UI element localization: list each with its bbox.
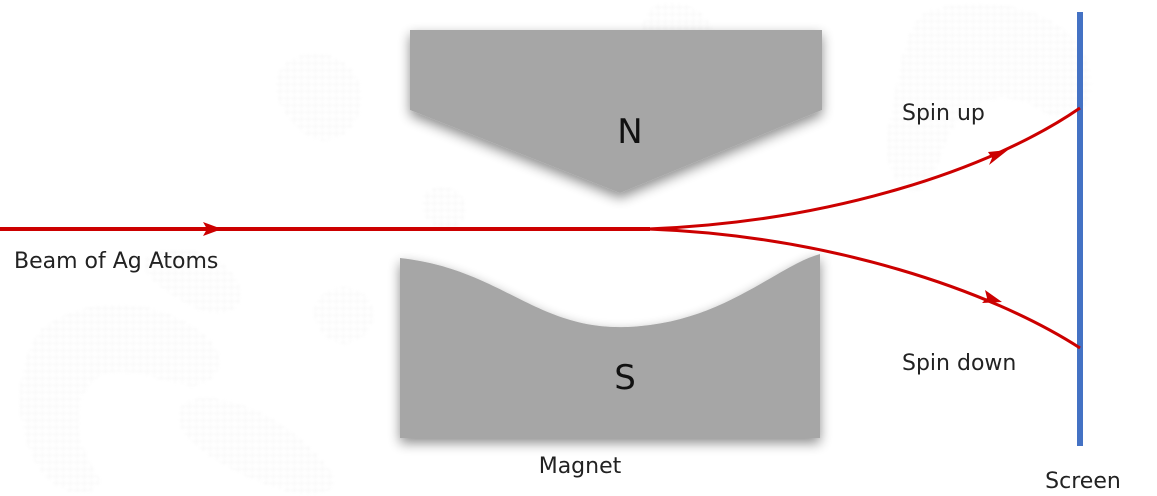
watermark-shape-mid — [421, 186, 466, 229]
screen-label: Screen — [1045, 469, 1121, 494]
beam-label: Beam of Ag Atoms — [14, 249, 218, 274]
north-pole-label: N — [617, 112, 642, 152]
watermark-shape-top-right — [886, 3, 1092, 191]
magnet-north-pole — [410, 30, 822, 193]
beam-arrow-icon — [203, 222, 222, 236]
spin-down-path — [647, 227, 1081, 350]
magnet-label: Magnet — [539, 454, 622, 479]
watermark-shape-bottom-left — [20, 304, 220, 493]
south-pole-label: S — [614, 358, 636, 398]
spin-up-path — [647, 106, 1081, 231]
watermark-shape-bottom-center — [178, 398, 335, 495]
magnet-south-pole — [400, 254, 820, 438]
spin-down-arrow-icon — [982, 290, 1002, 303]
spin-up-label: Spin up — [902, 101, 985, 126]
watermark-shape-center-low — [314, 287, 373, 344]
spin-down-label: Spin down — [902, 351, 1016, 376]
watermark-shape-top-left — [275, 53, 362, 141]
spin-up-arrow-icon — [988, 150, 1008, 165]
watermark-shape-left-mid — [144, 249, 241, 314]
atom-beam — [0, 106, 1081, 350]
